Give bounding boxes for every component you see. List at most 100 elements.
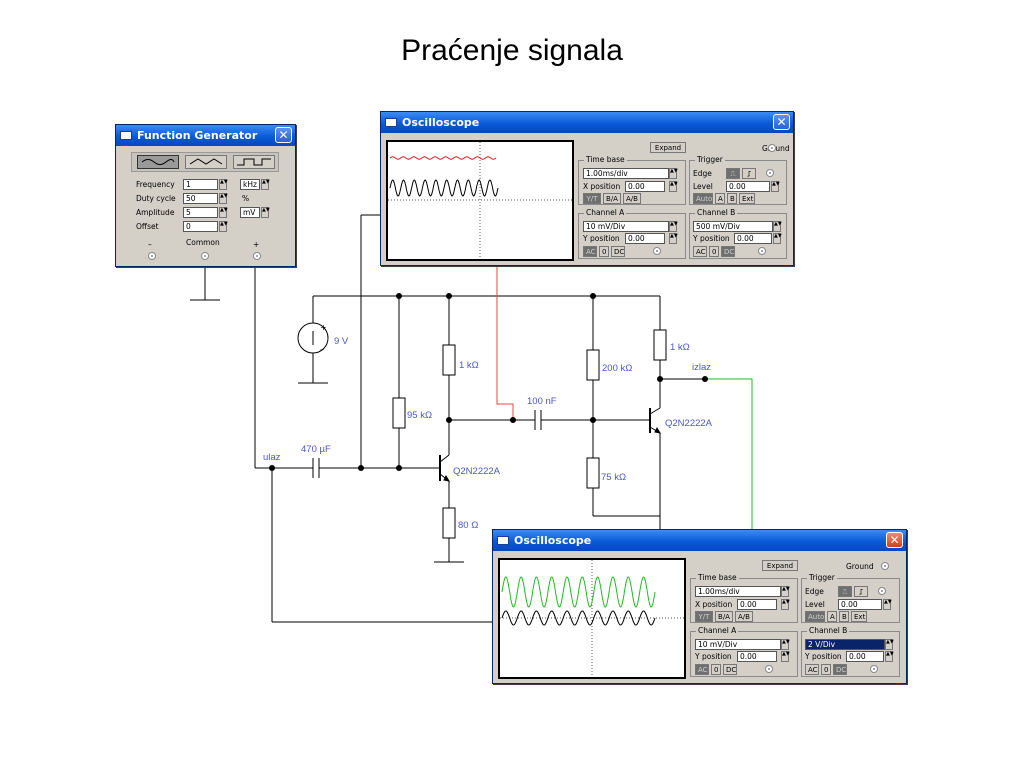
channel-b-scale-select[interactable]: 2 V/Div (805, 639, 885, 650)
mode-ab-button[interactable]: A/B (735, 611, 753, 622)
mode-ba-button[interactable]: B/A (603, 193, 621, 204)
x-position-spinner[interactable]: ▲▼ (669, 181, 678, 192)
amplitude-input[interactable]: 5 (183, 207, 218, 218)
channel-a-scale-spinner[interactable]: ▲▼ (781, 639, 790, 650)
channel-b-terminal[interactable] (870, 665, 878, 673)
channel-b-scale-spinner[interactable]: ▲▼ (773, 221, 782, 232)
function-generator-titlebar[interactable]: Function Generator ✕ (116, 125, 295, 146)
trigger-auto-button[interactable]: Auto (693, 193, 713, 204)
channel-a-terminal[interactable] (765, 665, 773, 673)
channel-b-ac-button[interactable]: AC (805, 664, 819, 675)
channel-b-ac-button[interactable]: AC (693, 246, 707, 257)
channel-a-scale-spinner[interactable]: ▲▼ (669, 221, 678, 232)
channel-a-dc-button[interactable]: DC (611, 246, 625, 257)
oscilloscope-bottom-titlebar[interactable]: Oscilloscope ✕ (493, 530, 906, 551)
trigger-auto-button[interactable]: Auto (805, 611, 825, 622)
timebase-spinner[interactable]: ▲▼ (781, 586, 790, 597)
channel-b-ypos-spinner[interactable]: ▲▼ (773, 233, 782, 244)
close-icon[interactable]: ✕ (773, 114, 790, 130)
channel-a-scale-select[interactable]: 10 mV/Div (695, 639, 781, 650)
timebase-select[interactable]: 1.00ms/div (583, 168, 669, 179)
channel-a-ypos-input[interactable]: 0.00 (737, 651, 777, 662)
trigger-b-button[interactable]: B (839, 611, 849, 622)
expand-button[interactable]: Expand (762, 560, 798, 571)
channel-a-ypos-spinner[interactable]: ▲▼ (781, 651, 790, 662)
trigger-a-button[interactable]: A (827, 611, 837, 622)
channel-b-scale-select[interactable]: 500 mV/Div (693, 221, 773, 232)
mode-yt-button[interactable]: Y/T (583, 193, 601, 204)
channel-a-dc-button[interactable]: DC (723, 664, 737, 675)
edge-label: Edge (693, 169, 712, 178)
common-terminal[interactable] (201, 252, 209, 260)
frequency-spinner[interactable]: ▲▼ (219, 179, 228, 190)
channel-a-ypos-label: Y position (695, 652, 732, 661)
trigger-a-button[interactable]: A (715, 193, 725, 204)
falling-edge-button[interactable]: ⎎ (742, 168, 756, 179)
amplitude-spinner[interactable]: ▲▼ (219, 207, 228, 218)
level-input[interactable]: 0.00 (726, 181, 770, 192)
trigger-ext-button[interactable]: Ext (739, 193, 755, 204)
oscilloscope-top-titlebar[interactable]: Oscilloscope ✕ (381, 112, 793, 133)
close-icon[interactable]: ✕ (886, 532, 903, 548)
channel-b-dc-button[interactable]: DC (833, 664, 847, 675)
duty-cycle-spinner[interactable]: ▲▼ (219, 193, 228, 204)
expand-button[interactable]: Expand (650, 142, 686, 153)
plus-terminal[interactable] (253, 252, 261, 260)
x-position-input[interactable]: 0.00 (625, 181, 665, 192)
oscilloscope-top-title: Oscilloscope (402, 116, 480, 129)
minus-terminal[interactable] (148, 252, 156, 260)
trigger-ext-button[interactable]: Ext (851, 611, 867, 622)
channel-b-ypos-input[interactable]: 0.00 (734, 233, 772, 244)
channel-b-dc-button[interactable]: DC (721, 246, 735, 257)
trigger-title: Trigger (695, 155, 725, 164)
square-wave-button[interactable] (233, 155, 275, 169)
amplitude-unit-spinner[interactable]: ▲▼ (261, 207, 270, 218)
amplitude-unit-select[interactable]: mV (240, 207, 260, 218)
channel-a-ac-button[interactable]: AC (695, 664, 709, 675)
level-spinner[interactable]: ▲▼ (771, 181, 780, 192)
sine-wave-button[interactable] (137, 155, 179, 169)
oscilloscope-bottom-window[interactable]: Oscilloscope ✕ Expand Ground Time base 1… (492, 529, 907, 684)
channel-a-terminal[interactable] (653, 247, 661, 255)
channel-b-zero-button[interactable]: 0 (821, 664, 831, 675)
frequency-unit-spinner[interactable]: ▲▼ (261, 179, 270, 190)
channel-b-zero-button[interactable]: 0 (709, 246, 719, 257)
channel-b-terminal[interactable] (758, 247, 766, 255)
channel-b-scale-spinner[interactable]: ▲▼ (885, 639, 894, 650)
trigger-ext-terminal[interactable] (766, 169, 774, 177)
channel-a-scale-select[interactable]: 10 mV/Div (583, 221, 669, 232)
ground-terminal[interactable] (768, 144, 776, 152)
level-spinner[interactable]: ▲▼ (883, 599, 892, 610)
mode-ba-button[interactable]: B/A (715, 611, 733, 622)
channel-a-ypos-input[interactable]: 0.00 (625, 233, 665, 244)
level-input[interactable]: 0.00 (838, 599, 882, 610)
mode-yt-button[interactable]: Y/T (695, 611, 713, 622)
timebase-select[interactable]: 1.00ms/div (695, 586, 781, 597)
function-generator-window[interactable]: Function Generator ✕ Frequency 1 ▲▼ kHz … (115, 124, 296, 267)
oscilloscope-top-window[interactable]: Oscilloscope ✕ Expand Ground Time base 1… (380, 111, 794, 266)
mode-ab-button[interactable]: A/B (623, 193, 641, 204)
rising-edge-button[interactable]: ⎍ (838, 586, 852, 597)
rising-edge-button[interactable]: ⎍ (726, 168, 740, 179)
channel-b-ypos-input[interactable]: 0.00 (846, 651, 884, 662)
channel-a-zero-button[interactable]: 0 (599, 246, 609, 257)
trigger-b-button[interactable]: B (727, 193, 737, 204)
offset-input[interactable]: 0 (183, 221, 218, 232)
x-position-input[interactable]: 0.00 (737, 599, 777, 610)
falling-edge-button[interactable]: ⎎ (854, 586, 868, 597)
channel-b-ypos-label: Y position (805, 652, 842, 661)
triangle-wave-button[interactable] (185, 155, 227, 169)
duty-cycle-input[interactable]: 50 (183, 193, 218, 204)
timebase-spinner[interactable]: ▲▼ (669, 168, 678, 179)
channel-b-ypos-spinner[interactable]: ▲▼ (885, 651, 894, 662)
channel-a-ypos-spinner[interactable]: ▲▼ (669, 233, 678, 244)
channel-a-ac-button[interactable]: AC (583, 246, 597, 257)
frequency-unit-select[interactable]: kHz (240, 179, 260, 190)
offset-spinner[interactable]: ▲▼ (219, 221, 228, 232)
channel-a-zero-button[interactable]: 0 (711, 664, 721, 675)
close-icon[interactable]: ✕ (275, 127, 292, 143)
ground-terminal[interactable] (881, 562, 889, 570)
trigger-ext-terminal[interactable] (878, 587, 886, 595)
x-position-spinner[interactable]: ▲▼ (781, 599, 790, 610)
frequency-input[interactable]: 1 (183, 179, 218, 190)
